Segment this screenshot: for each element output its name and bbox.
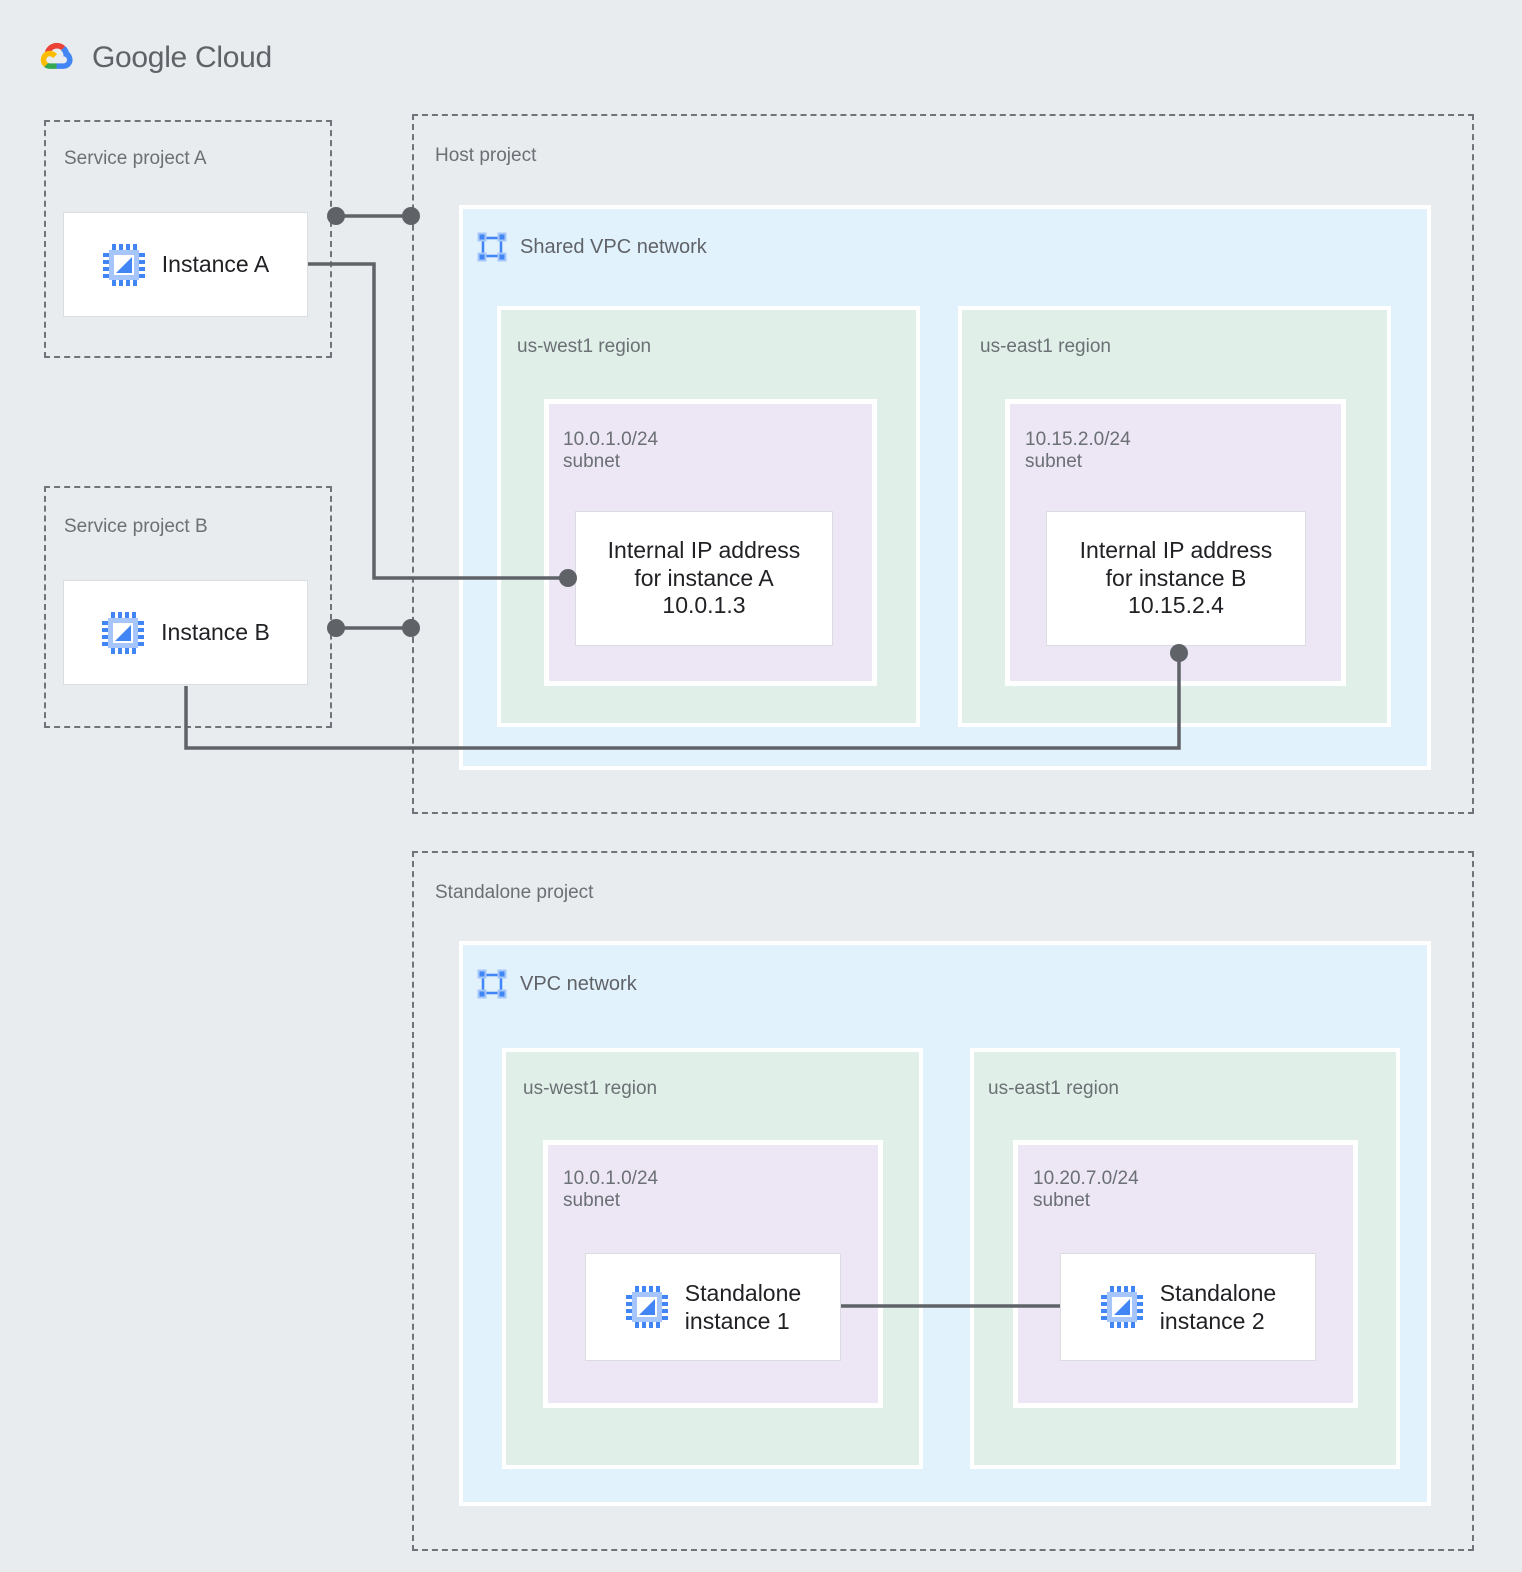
subnet-host-10-0-1-0-24-label: 10.0.1.0/24 subnet xyxy=(563,429,659,473)
project-host-label: Host project xyxy=(435,145,537,166)
subnet-host-10-15-2-0-24-label: 10.15.2.0/24 subnet xyxy=(1025,429,1131,473)
instance-b-label: Instance B xyxy=(161,619,270,646)
vpc-network-icon xyxy=(477,232,507,262)
subnet-standalone-10-20-7-0-24-label: 10.20.7.0/24 subnet xyxy=(1033,1168,1139,1212)
standalone-vpc-network-header: VPC network xyxy=(477,969,637,999)
standalone-instance-1-label: Standalone instance 1 xyxy=(684,1279,802,1334)
shared-vpc-network-title: Shared VPC network xyxy=(520,235,707,258)
internal-ip-instance-a-card: Internal IP address for instance A 10.0.… xyxy=(575,511,833,646)
subnet-standalone-10-0-1-0-24-label: 10.0.1.0/24 subnet xyxy=(563,1168,659,1212)
region-standalone-us-west1-label: us-west1 region xyxy=(523,1078,658,1099)
internal-ip-instance-a-text: Internal IP address for instance A 10.0.… xyxy=(607,537,801,619)
vm-instance-icon xyxy=(1100,1285,1144,1329)
google-cloud-brand: Google Cloud xyxy=(34,36,272,80)
project-service-a-label: Service project A xyxy=(64,148,207,169)
project-service-a xyxy=(44,120,332,358)
region-host-us-east1-label: us-east1 region xyxy=(980,336,1111,357)
standalone-instance-2-card[interactable]: Standalone instance 2 xyxy=(1060,1253,1316,1361)
standalone-vpc-network-title: VPC network xyxy=(520,972,637,995)
google-cloud-logo-icon xyxy=(34,36,78,80)
standalone-instance-2-label: Standalone instance 2 xyxy=(1159,1279,1277,1334)
shared-vpc-network-header: Shared VPC network xyxy=(477,232,707,262)
internal-ip-instance-b-card: Internal IP address for instance B 10.15… xyxy=(1046,511,1306,646)
instance-a-card[interactable]: Instance A xyxy=(63,212,308,317)
region-host-us-west1-label: us-west1 region xyxy=(517,336,652,357)
standalone-instance-1-card[interactable]: Standalone instance 1 xyxy=(585,1253,841,1361)
vm-instance-icon xyxy=(625,1285,669,1329)
project-standalone xyxy=(412,851,1474,1551)
instance-a-label: Instance A xyxy=(161,251,270,278)
instance-b-card[interactable]: Instance B xyxy=(63,580,308,685)
vm-instance-icon xyxy=(101,611,145,655)
project-service-b-label: Service project B xyxy=(64,516,208,537)
internal-ip-instance-b-text: Internal IP address for instance B 10.15… xyxy=(1079,537,1273,619)
brand-name-google: Google xyxy=(92,41,187,74)
vm-instance-icon xyxy=(102,243,146,287)
brand-name-cloud: Cloud xyxy=(195,41,272,74)
vpc-network-icon xyxy=(477,969,507,999)
brand-wordmark: Google Cloud xyxy=(92,41,272,75)
project-standalone-label: Standalone project xyxy=(435,882,594,903)
region-standalone-us-east1-label: us-east1 region xyxy=(988,1078,1119,1099)
